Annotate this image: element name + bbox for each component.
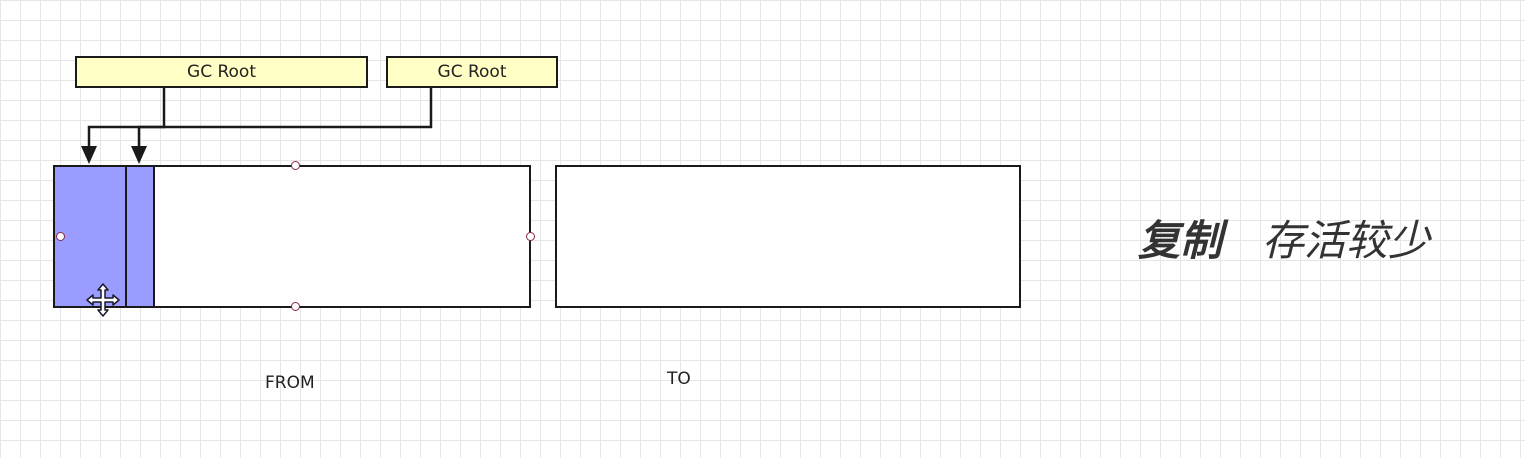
gc-root-label-2: GC Root: [437, 62, 507, 82]
gc-root-box-1[interactable]: GC Root: [75, 56, 368, 88]
to-space-label: TO: [667, 369, 691, 389]
heading-secondary: 存活较少: [1262, 216, 1431, 265]
gc-root-box-2[interactable]: GC Root: [386, 56, 558, 88]
heading-primary: 复制: [1138, 216, 1223, 265]
move-cursor-icon: [86, 283, 120, 317]
arrowhead-obj2: [131, 146, 147, 164]
selection-handle-right[interactable]: [526, 232, 535, 241]
arrow-root1-to-obj1: [87, 88, 166, 150]
arrowhead-obj1: [81, 146, 97, 164]
heading-text: 复制存活较少: [1138, 207, 1430, 268]
live-object-2[interactable]: [127, 167, 155, 306]
from-space-box[interactable]: [53, 165, 531, 308]
arrow-root2-to-obj2: [137, 88, 433, 150]
selection-handle-top[interactable]: [291, 161, 300, 170]
live-object-1[interactable]: [55, 167, 127, 306]
gc-root-label-1: GC Root: [187, 62, 256, 82]
from-space-label: FROM: [265, 373, 315, 393]
selection-handle-bottom[interactable]: [291, 302, 300, 311]
to-space-box[interactable]: [555, 165, 1021, 308]
selection-handle-left[interactable]: [56, 232, 65, 241]
